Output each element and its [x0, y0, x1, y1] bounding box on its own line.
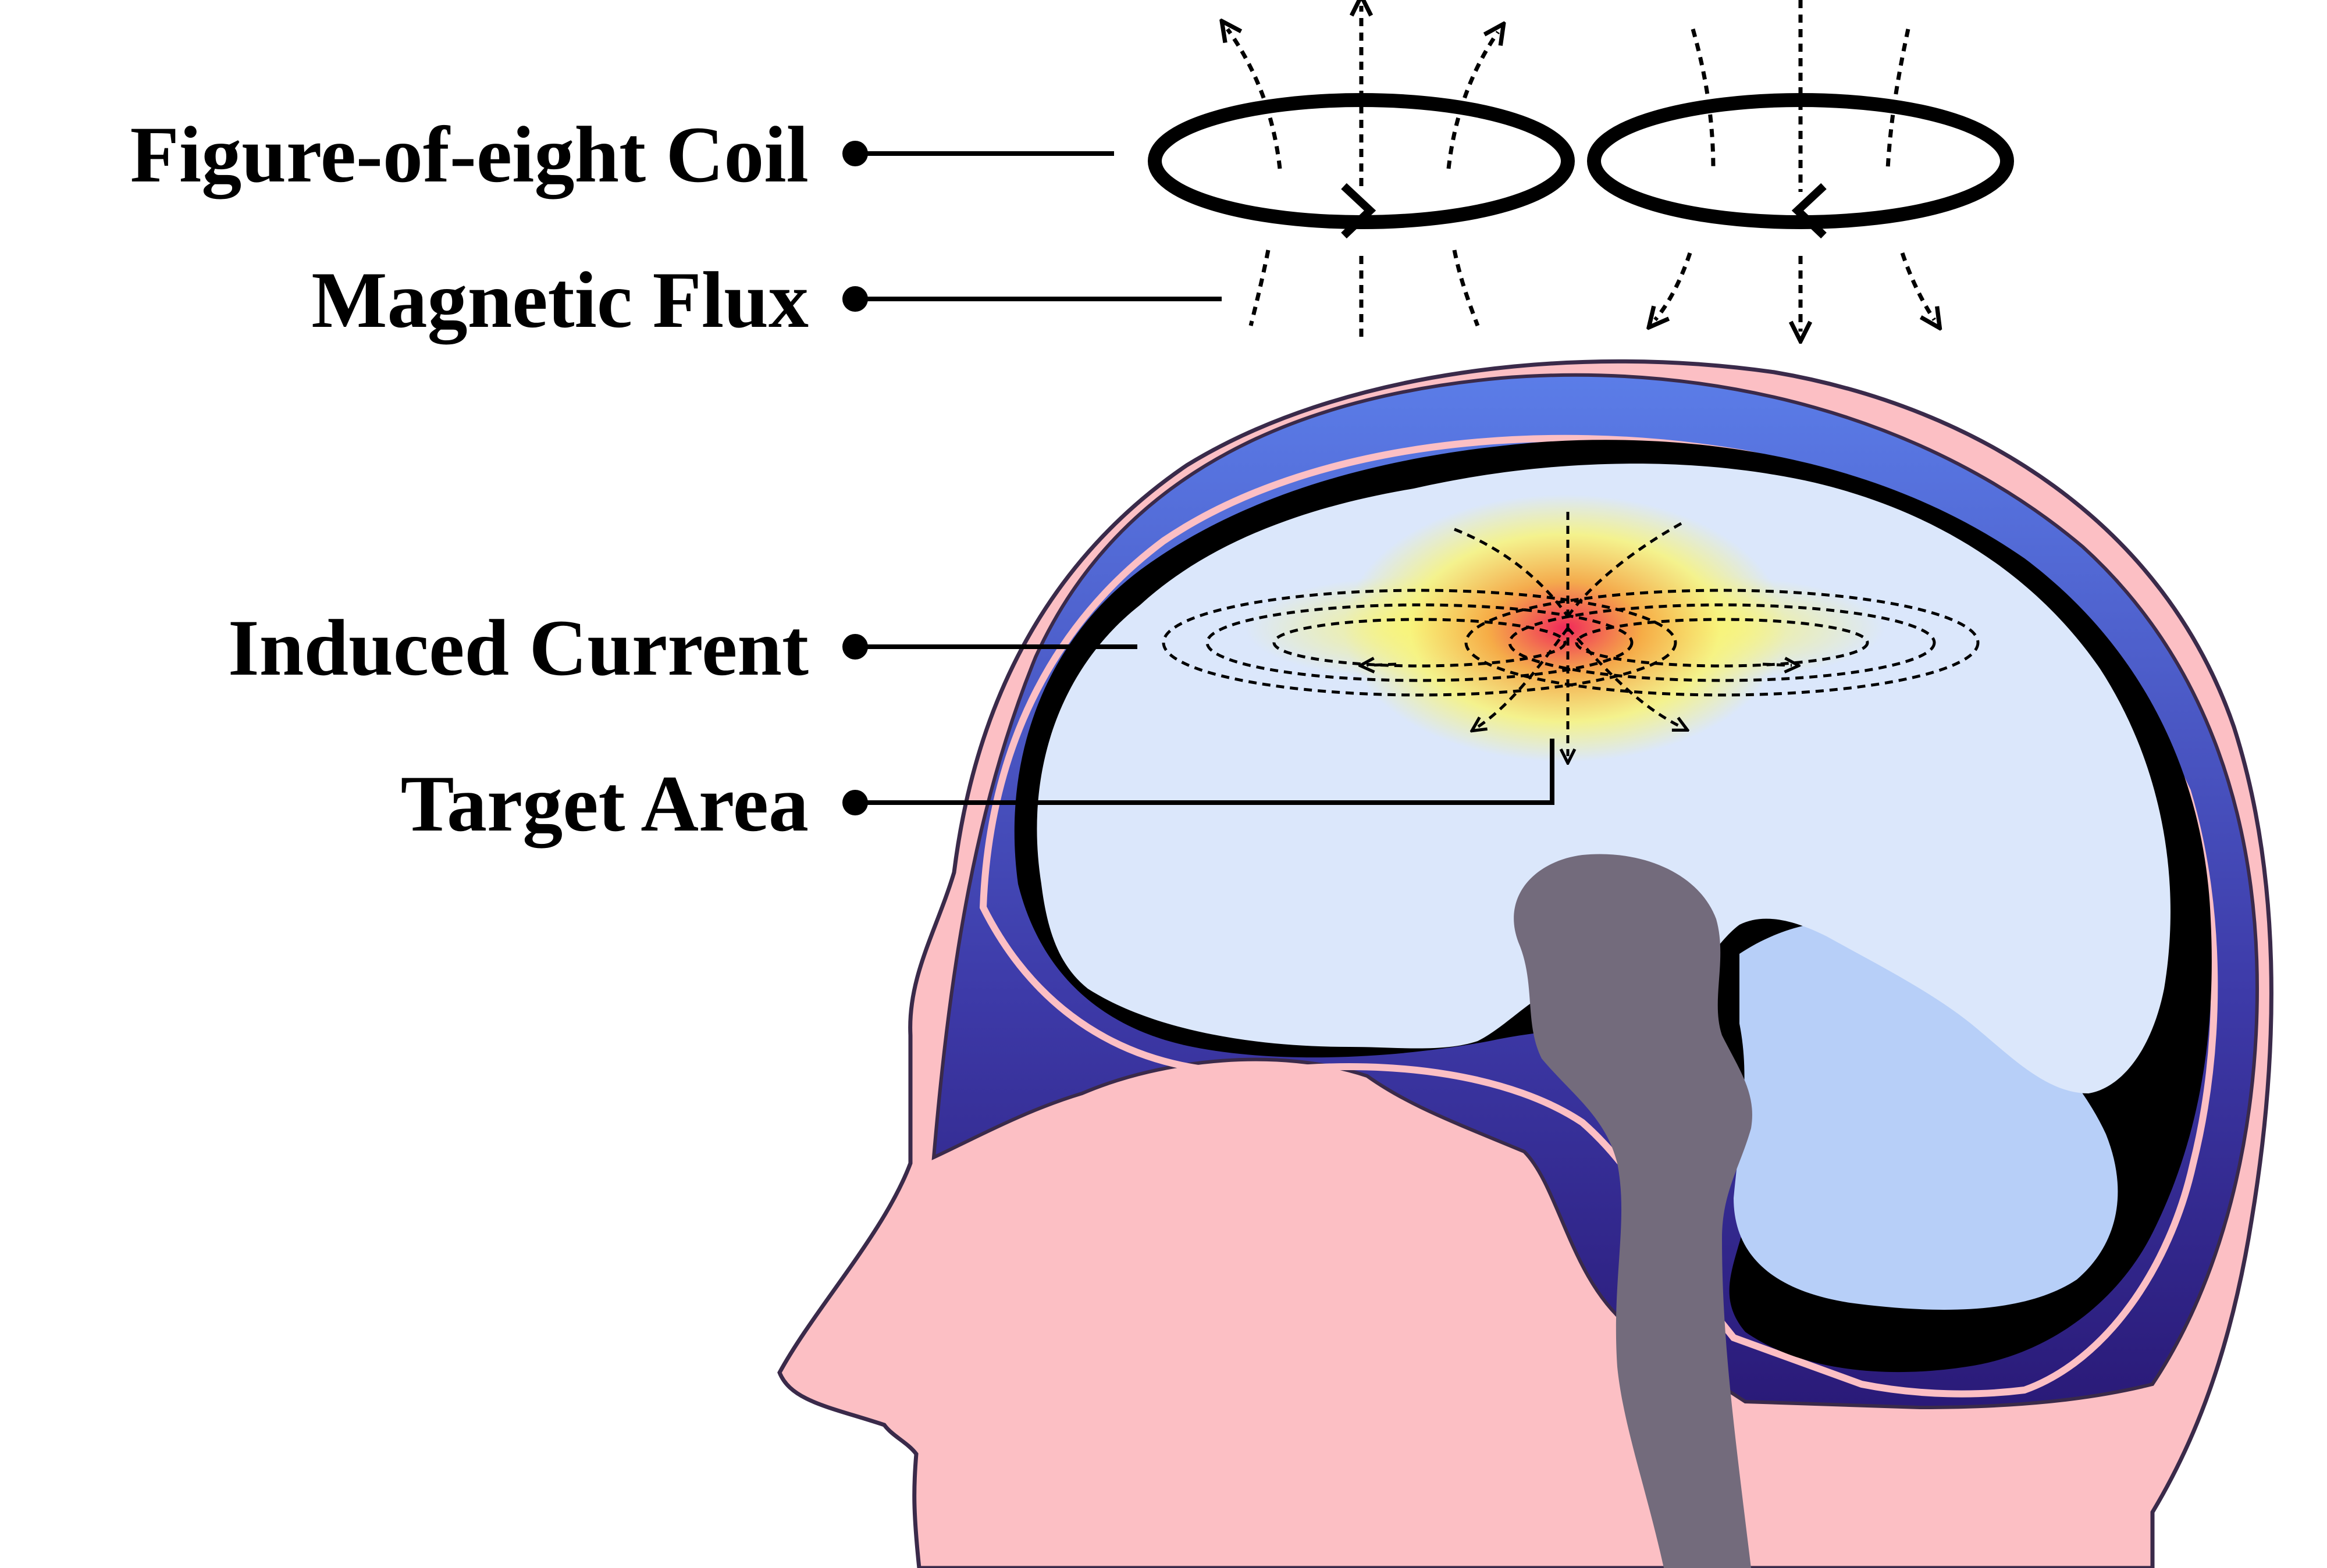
label-current: Induced Current [228, 603, 809, 692]
label-coil-group: Figure-of-eight Coil [130, 110, 1114, 199]
label-target: Target Area [401, 759, 809, 848]
coil-loop-icon [1587, 93, 2014, 229]
cerebellum [1734, 921, 2118, 1310]
arrow-icon [1791, 183, 1827, 239]
label-target-group: Target Area [401, 739, 1554, 848]
arrow-icon [1341, 183, 1376, 239]
label-flux-group: Magnetic Flux [311, 255, 1222, 344]
induced-current-loops [1162, 512, 1980, 756]
label-coil: Figure-of-eight Coil [130, 110, 809, 199]
label-flux: Magnetic Flux [311, 255, 809, 344]
label-current-group: Induced Current [228, 603, 1137, 692]
figure-of-eight-coil [1148, 93, 2014, 239]
dura-layer [979, 434, 2218, 1398]
magnetic-flux-lines [1227, 0, 1934, 337]
brainstem [1514, 854, 1752, 1568]
